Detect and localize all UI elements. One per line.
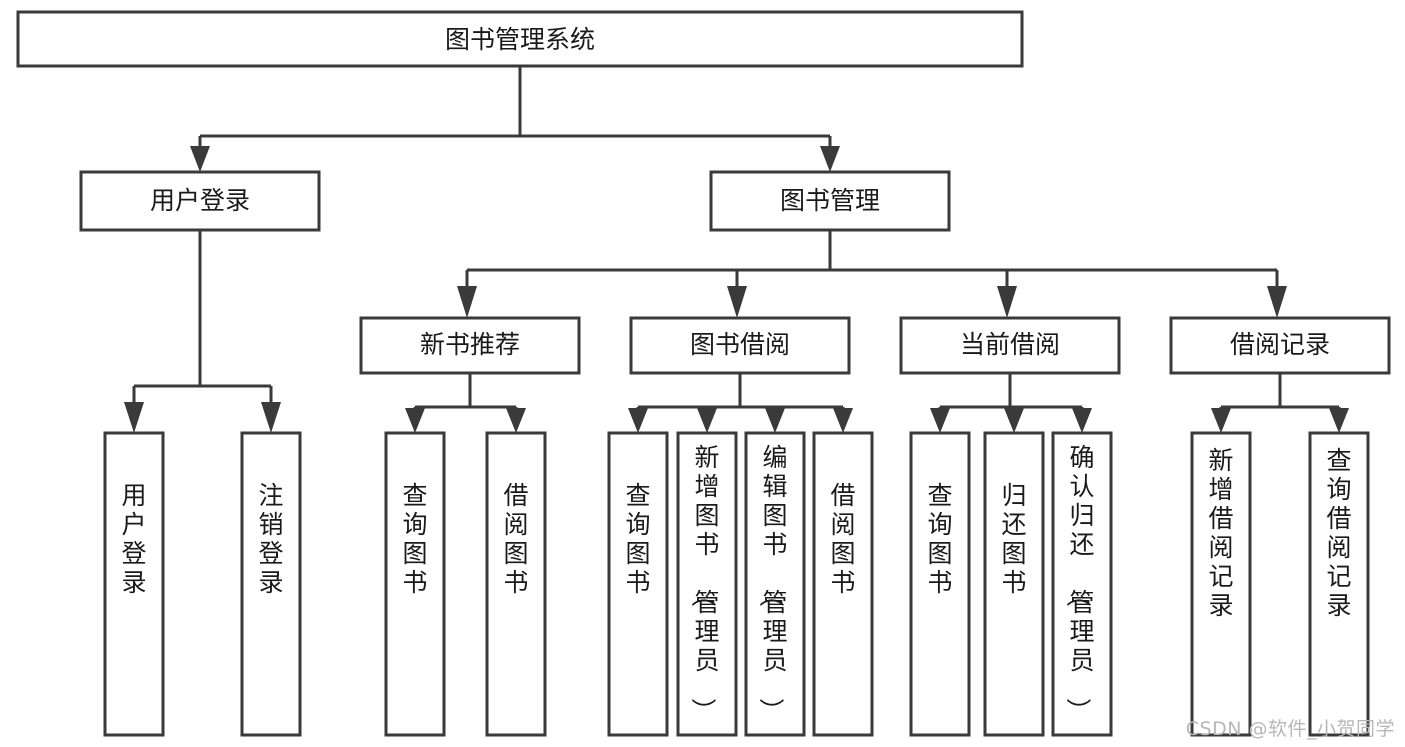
leaf-return-book-box[interactable] xyxy=(983,431,1045,737)
node-user-login[interactable]: 用户登录 xyxy=(79,170,321,232)
arrowhead-leaf-borrow-book-recommend xyxy=(506,408,526,433)
leaf-borrow-book-recommend-box[interactable] xyxy=(485,431,547,737)
node-book-management-label: 图书管理 xyxy=(780,186,880,215)
leaf-layer: 用户登录 注销登录 查询图书 借阅图书 查询图书 新增图书（管理员） xyxy=(103,431,1370,737)
arrowhead-leaf-add-book xyxy=(697,408,717,433)
node-new-book-recommend-box[interactable] xyxy=(359,316,581,375)
leaf-user-login-label: 用户登录 xyxy=(121,481,146,597)
arrowhead-new-book-recommend xyxy=(457,286,477,318)
arrowhead-leaf-logout xyxy=(261,402,281,433)
node-book-borrow-box[interactable] xyxy=(629,316,851,375)
leaf-confirm-return-box[interactable] xyxy=(1051,431,1113,737)
node-user-login-box[interactable] xyxy=(79,170,321,232)
leaf-borrow-book-label: 借阅图书 xyxy=(830,481,855,597)
node-root-label: 图书管理系统 xyxy=(445,25,595,54)
leaf-add-book-label: 新增图书（管理员） xyxy=(688,443,719,723)
leaf-edit-book-label: 编辑图书（管理员） xyxy=(756,443,787,723)
leaf-node-confirm-return[interactable]: 确认归还（管理员） xyxy=(1051,431,1113,737)
leaf-query-book-current-label: 查询图书 xyxy=(927,481,952,597)
leaf-add-borrow-record-box[interactable] xyxy=(1190,431,1252,737)
leaf-borrow-book-recommend-label: 借阅图书 xyxy=(503,481,528,597)
leaf-node-edit-book[interactable]: 编辑图书（管理员） xyxy=(744,431,806,737)
leaf-query-borrow-record-box[interactable] xyxy=(1308,431,1370,737)
leaf-add-book-box[interactable] xyxy=(676,431,738,737)
arrowhead-leaf-borrow-book xyxy=(833,408,853,433)
leaf-node-user-login[interactable]: 用户登录 xyxy=(103,431,165,737)
arrowhead-leaf-query-book-borrow xyxy=(628,408,648,433)
node-new-book-recommend-label: 新书推荐 xyxy=(420,330,520,359)
arrowhead-borrow-records xyxy=(1267,286,1287,318)
node-current-borrow[interactable]: 当前借阅 xyxy=(899,316,1121,375)
leaf-node-add-book[interactable]: 新增图书（管理员） xyxy=(676,431,738,737)
leaf-query-book-recommend-label: 查询图书 xyxy=(402,481,427,597)
leaf-node-borrow-book-recommend[interactable]: 借阅图书 xyxy=(485,431,547,737)
leaf-query-book-borrow-label: 查询图书 xyxy=(625,481,650,597)
node-book-management-box[interactable] xyxy=(709,170,951,232)
leaf-node-query-book-recommend[interactable]: 查询图书 xyxy=(384,431,446,737)
leaf-node-return-book[interactable]: 归还图书 xyxy=(983,431,1045,737)
leaf-return-book-label: 归还图书 xyxy=(1001,481,1026,597)
leaf-confirm-return-label: 确认归还（管理员） xyxy=(1063,443,1094,723)
leaf-query-book-borrow-box[interactable] xyxy=(607,431,669,737)
node-current-borrow-box[interactable] xyxy=(899,316,1121,375)
leaf-query-book-current-box[interactable] xyxy=(909,431,971,737)
leaf-query-borrow-record-label: 查询借阅记录 xyxy=(1326,446,1351,620)
node-book-borrow[interactable]: 图书借阅 xyxy=(629,316,851,375)
arrowhead-user-login xyxy=(190,146,210,172)
leaf-node-query-borrow-record[interactable]: 查询借阅记录 xyxy=(1308,431,1370,737)
leaf-node-add-borrow-record[interactable]: 新增借阅记录 xyxy=(1190,431,1252,737)
node-root[interactable]: 图书管理系统 xyxy=(16,10,1024,68)
leaf-logout-box[interactable] xyxy=(240,431,302,737)
leaf-node-logout[interactable]: 注销登录 xyxy=(240,431,302,737)
arrowhead-leaf-query-book-current xyxy=(930,408,950,433)
arrowhead-leaf-user-login xyxy=(124,402,144,433)
arrowhead-leaf-query-borrow-record xyxy=(1329,408,1349,433)
node-user-login-label: 用户登录 xyxy=(150,186,250,215)
connector-layer xyxy=(124,66,1349,433)
leaf-node-query-book-current[interactable]: 查询图书 xyxy=(909,431,971,737)
arrowhead-book-management xyxy=(820,146,840,172)
node-book-borrow-label: 图书借阅 xyxy=(690,330,790,359)
leaf-edit-book-box[interactable] xyxy=(744,431,806,737)
node-current-borrow-label: 当前借阅 xyxy=(960,330,1060,359)
leaf-user-login-box[interactable] xyxy=(103,431,165,737)
leaf-node-query-book-borrow[interactable]: 查询图书 xyxy=(607,431,669,737)
leaf-borrow-book-box[interactable] xyxy=(812,431,874,737)
arrowhead-leaf-add-borrow-record xyxy=(1211,408,1231,433)
leaf-logout-label: 注销登录 xyxy=(258,481,283,597)
node-borrow-records-box[interactable] xyxy=(1169,316,1391,375)
leaf-query-book-recommend-box[interactable] xyxy=(384,431,446,737)
node-root-box[interactable] xyxy=(16,10,1024,68)
arrowhead-book-borrow xyxy=(727,286,747,318)
arrowhead-leaf-return-book xyxy=(1004,408,1024,433)
leaf-add-borrow-record-label: 新增借阅记录 xyxy=(1208,446,1233,620)
arrowhead-leaf-query-book-recommend xyxy=(405,408,425,433)
node-borrow-records[interactable]: 借阅记录 xyxy=(1169,316,1391,375)
leaf-node-borrow-book[interactable]: 借阅图书 xyxy=(812,431,874,737)
node-new-book-recommend[interactable]: 新书推荐 xyxy=(359,316,581,375)
arrowhead-current-borrow xyxy=(997,286,1017,318)
arrowhead-leaf-edit-book xyxy=(765,408,785,433)
node-borrow-records-label: 借阅记录 xyxy=(1230,330,1330,359)
arrowhead-leaf-confirm-return xyxy=(1072,408,1092,433)
node-book-management[interactable]: 图书管理 xyxy=(709,170,951,232)
